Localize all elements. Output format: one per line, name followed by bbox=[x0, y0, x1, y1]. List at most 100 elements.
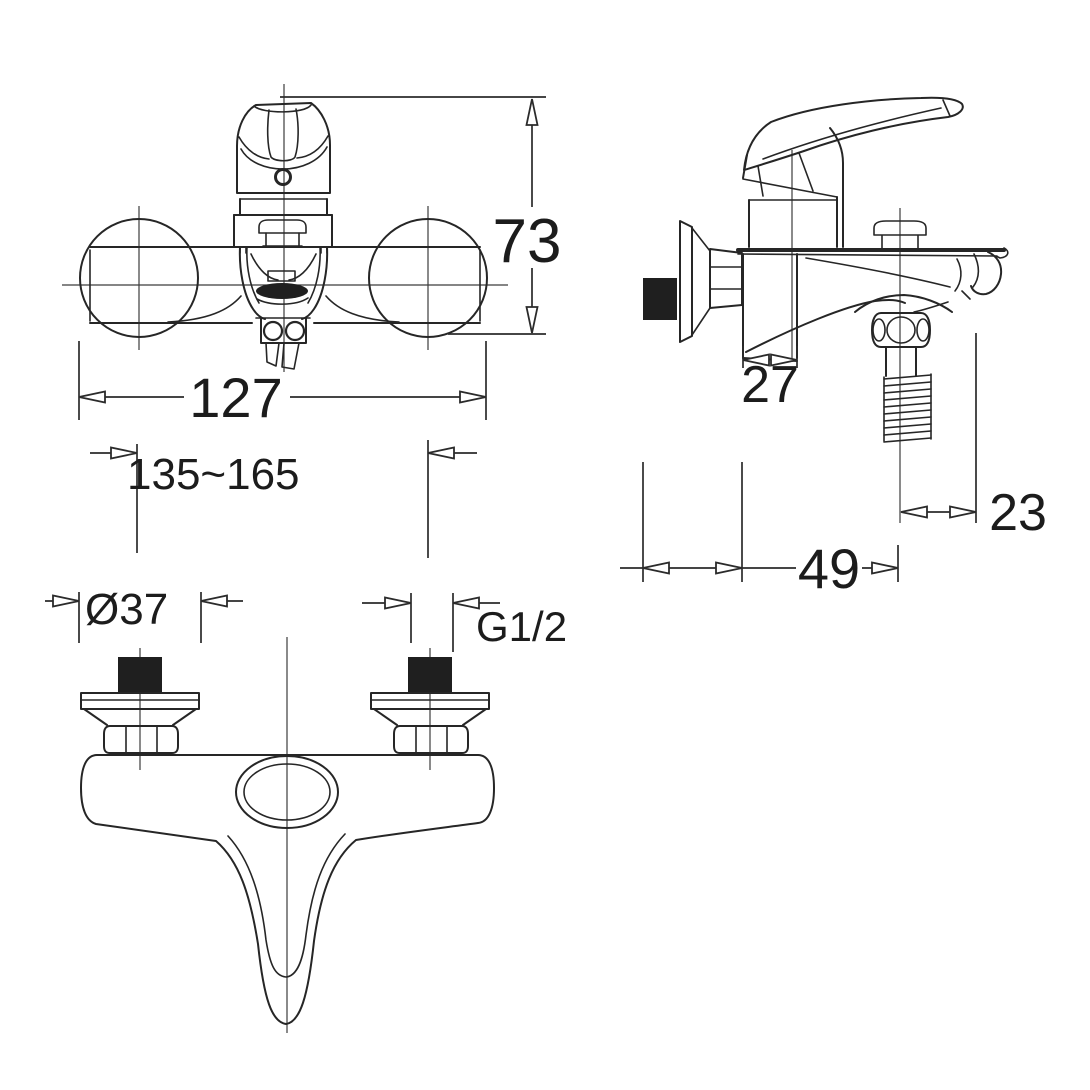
top-handle-hub-inner bbox=[243, 763, 331, 821]
left-inlet-nipple-dark bbox=[118, 657, 162, 693]
dim-flange-diameter: Ø37 bbox=[45, 585, 243, 643]
spout-mouth-under-arc bbox=[256, 297, 309, 305]
front-body bbox=[233, 168, 333, 254]
dim-flange-arrow-right bbox=[200, 594, 228, 608]
dim-thread-label: G1/2 bbox=[476, 603, 567, 650]
dim-thread-arrow-right bbox=[452, 596, 480, 610]
dim-centers-label: 135~165 bbox=[127, 450, 300, 499]
wall-hex-facets bbox=[709, 266, 743, 290]
wall-hex-nut bbox=[709, 248, 743, 309]
dim-depth-label: 27 bbox=[741, 356, 799, 414]
handle-tongue bbox=[266, 108, 299, 162]
left-inlet-hex-nut bbox=[103, 725, 179, 754]
body-left-top bbox=[742, 154, 748, 179]
front-handle bbox=[236, 102, 331, 194]
side-view: 27 49 23 bbox=[620, 96, 1047, 600]
dim-spout-label: 23 bbox=[989, 484, 1047, 542]
left-flange-circle bbox=[79, 218, 199, 338]
diverter-knob-side bbox=[873, 220, 927, 249]
dim-flange-arrow-left bbox=[52, 594, 80, 608]
dim-depth-ticks bbox=[742, 346, 798, 368]
lever-tip-line bbox=[942, 99, 951, 117]
handle-sweep-right bbox=[296, 135, 329, 159]
hub-side-oval-left bbox=[872, 318, 886, 342]
hub-wave bbox=[854, 294, 953, 313]
front-spout-bell bbox=[238, 246, 329, 370]
side-centerlines bbox=[791, 150, 901, 523]
right-inlet-flange-plate bbox=[370, 692, 490, 710]
right-inlet-cone bbox=[373, 708, 487, 726]
top-view: Ø37 G1/2 bbox=[45, 585, 567, 1033]
hose-coil-rungs bbox=[883, 374, 932, 443]
dim-centers-arrow-right bbox=[427, 446, 455, 460]
body-chamfer bbox=[742, 178, 838, 198]
front-wall-bar bbox=[79, 218, 488, 338]
wall-flange-plate bbox=[679, 220, 693, 343]
lever-neck-lines bbox=[757, 152, 814, 197]
mounting-plate-bottom bbox=[737, 247, 1009, 259]
body-sides-upper bbox=[239, 198, 328, 216]
dim-width-arrow-right bbox=[459, 390, 487, 404]
screw-hole bbox=[274, 168, 292, 186]
spout-tip-outer bbox=[970, 251, 1003, 296]
handle-dome-outline bbox=[236, 102, 331, 194]
hose-coil-sides bbox=[883, 373, 932, 442]
top-body-outline bbox=[80, 754, 495, 1025]
dim-offset-arrow-1 bbox=[642, 561, 670, 575]
side-lever bbox=[743, 96, 964, 197]
left-inlet-cone bbox=[83, 708, 197, 726]
dim-thread-size: G1/2 bbox=[362, 593, 567, 652]
dim-offset-arrow-2 bbox=[715, 561, 743, 575]
spout-upper-line bbox=[805, 257, 951, 288]
diverter-knob-stem bbox=[262, 232, 303, 247]
dim-mounting-centers: 135~165 bbox=[90, 440, 477, 558]
side-shower-outlet bbox=[854, 294, 953, 443]
top-left-inlet bbox=[80, 657, 200, 754]
diverter-stem-window bbox=[267, 270, 296, 282]
dim-depth-arrow-right bbox=[770, 353, 798, 367]
hub-side-oval-right bbox=[916, 318, 930, 342]
dim-offset-arrow-3 bbox=[871, 561, 899, 575]
spout-mouth-dark bbox=[256, 283, 308, 299]
side-wall-fitting bbox=[643, 220, 743, 343]
right-inlet-nipple-dark bbox=[408, 657, 452, 693]
dim-spout-arrow-right bbox=[949, 505, 977, 519]
handle-sweep-left bbox=[238, 136, 270, 160]
lever-outline bbox=[743, 96, 964, 171]
bar-end-edges bbox=[89, 249, 481, 322]
dim-thread-ticks bbox=[410, 593, 454, 652]
top-handle-inner-contour bbox=[227, 833, 346, 978]
top-body-and-handle bbox=[80, 754, 495, 1025]
hub-center-ring bbox=[886, 316, 916, 344]
dim-width-arrow-left bbox=[78, 390, 106, 404]
dim-height-arrow-down bbox=[525, 306, 539, 334]
dim-offset-label: 49 bbox=[798, 537, 860, 600]
dim-thread-arrow-left bbox=[384, 596, 412, 610]
dim-flange-label: Ø37 bbox=[85, 585, 168, 634]
top-right-inlet bbox=[370, 657, 490, 754]
top-handle-hub-outer bbox=[235, 755, 339, 829]
hub-band bbox=[871, 312, 931, 348]
wall-flange-cone bbox=[691, 227, 711, 336]
dim-width-label: 127 bbox=[189, 366, 282, 429]
dim-height: 73 bbox=[280, 96, 561, 335]
dim-spout-arrow-left bbox=[900, 505, 928, 519]
hose-nipple bbox=[885, 346, 917, 377]
left-inlet-hex-facets bbox=[125, 725, 158, 754]
front-view: 73 127 135~165 bbox=[62, 84, 561, 558]
escutcheon-sides bbox=[233, 214, 333, 248]
bell-dome-arcs bbox=[250, 253, 317, 281]
right-inlet-hex-facets bbox=[415, 725, 448, 754]
spout-tip-facet-1 bbox=[972, 253, 980, 288]
dim-body-depth: 27 bbox=[741, 346, 799, 414]
side-spout bbox=[745, 251, 1003, 353]
spout-tip-facet-2 bbox=[954, 258, 962, 292]
body-cowl bbox=[829, 127, 844, 248]
diverter-knob-cap bbox=[258, 219, 307, 234]
outlet-flaps bbox=[265, 342, 300, 370]
outlet-hole-left bbox=[262, 320, 284, 342]
body-upper-sides bbox=[748, 196, 838, 248]
dim-spout-offset: 23 bbox=[900, 333, 1047, 542]
